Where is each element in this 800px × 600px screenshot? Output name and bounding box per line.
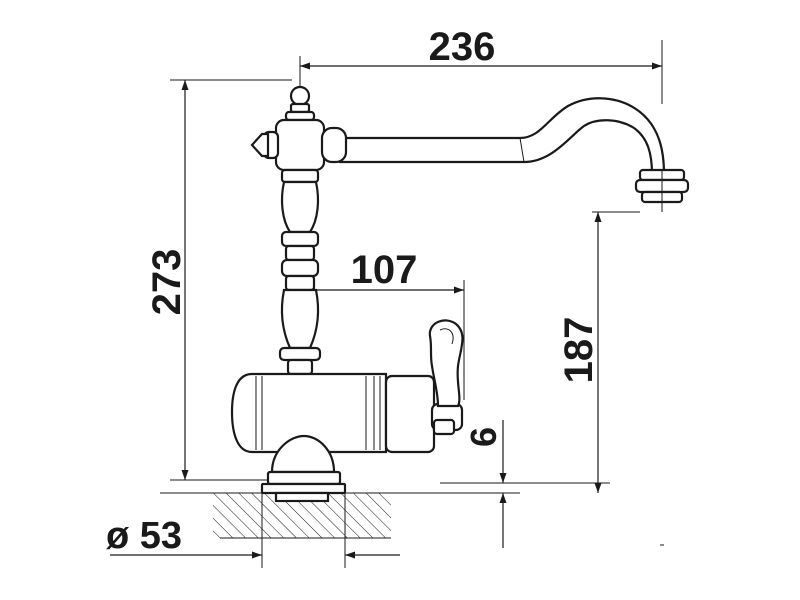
- aerator: [634, 168, 690, 212]
- lever-offset-label: 107: [351, 248, 418, 292]
- base: [260, 434, 347, 503]
- spout-height-label: 187: [557, 317, 601, 384]
- lever-handle: [428, 319, 464, 408]
- spout: [338, 97, 666, 176]
- column: [278, 168, 322, 376]
- spout-reach-label: 236: [429, 25, 496, 69]
- base-diameter-label: ø 53: [106, 515, 182, 557]
- countertop-section: [160, 492, 520, 539]
- total-height-label: 273: [145, 249, 189, 316]
- faucet: [230, 85, 690, 503]
- finial: [284, 85, 316, 122]
- mixer-body: [230, 372, 464, 454]
- base-thickness-label: 6: [463, 427, 504, 447]
